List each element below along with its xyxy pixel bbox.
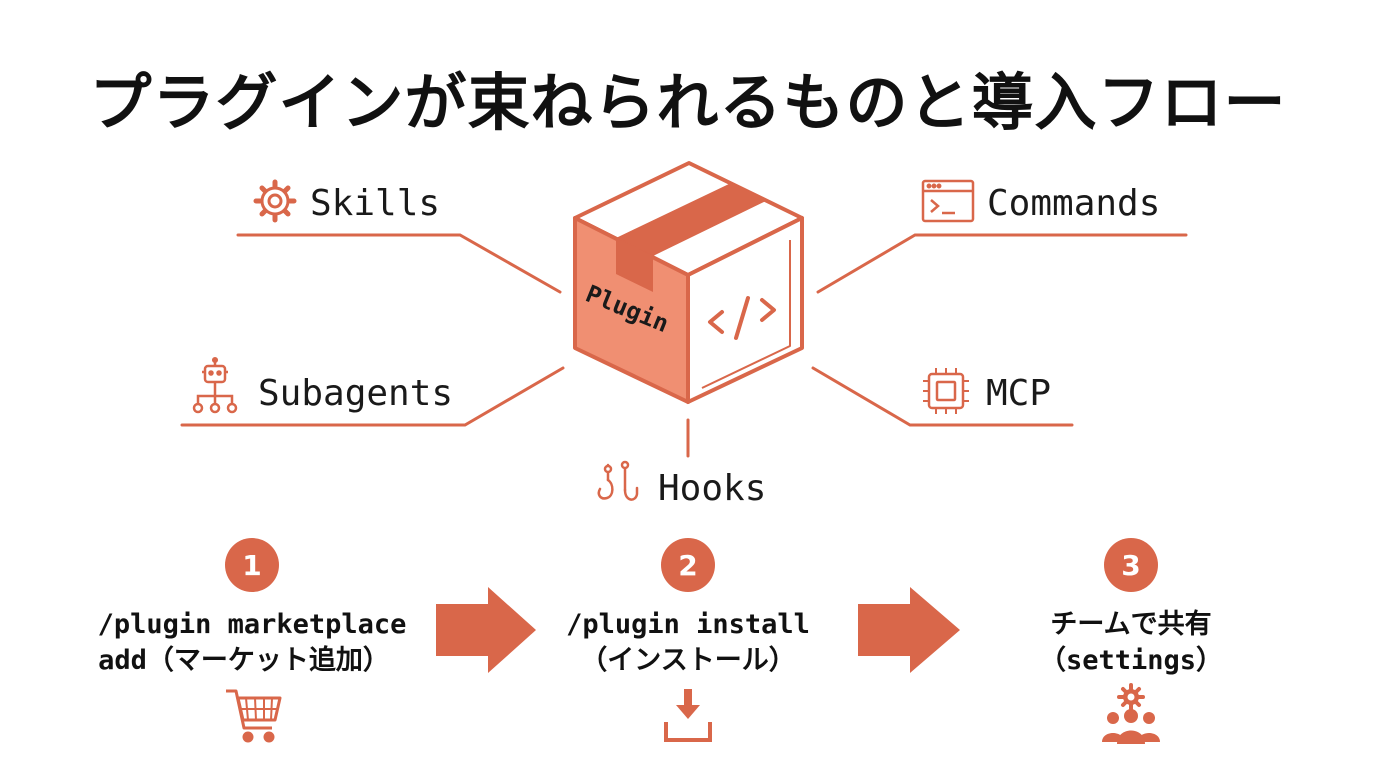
- flow-arrow-1: [436, 587, 536, 673]
- code-icon: [708, 296, 776, 340]
- terminal-icon: [921, 179, 975, 223]
- step-1-line1: /plugin marketplace: [98, 609, 407, 640]
- hooks-icon: [597, 460, 639, 501]
- plugin-box: [573, 161, 804, 404]
- box-inner-line: [701, 240, 791, 389]
- mcp-label: MCP: [986, 373, 1051, 414]
- component-subagents: Subagents: [192, 356, 453, 414]
- shopping-cart-icon: [226, 689, 282, 743]
- gear-icon: [253, 179, 297, 223]
- step-3-line1: チームで共有: [1050, 609, 1211, 640]
- step-1-number: 1: [242, 549, 261, 582]
- component-skills: Skills: [253, 179, 440, 224]
- team-gear-icon: [1102, 683, 1160, 744]
- step-3-line2: （settings）: [1039, 645, 1223, 676]
- box-tape-front: [616, 238, 653, 292]
- step-2-number: 2: [678, 549, 697, 582]
- step-2: 2 /plugin install （インストール）: [566, 538, 810, 742]
- step-1: 1 /plugin marketplace add（マーケット追加）: [98, 538, 407, 743]
- connector-commands: [816, 233, 1188, 294]
- chip-icon: [923, 368, 969, 414]
- component-commands: Commands: [921, 179, 1160, 224]
- commands-label: Commands: [987, 183, 1160, 224]
- step-2-badge: [661, 538, 715, 592]
- connector-mcp: [811, 366, 1074, 427]
- download-icon: [664, 689, 712, 742]
- step-2-line1: /plugin install: [566, 609, 810, 640]
- step-3: 3 チームで共有 （settings）: [1039, 538, 1223, 744]
- robot-hierarchy-icon: [192, 356, 238, 414]
- connector-subagents: [180, 366, 565, 427]
- skills-label: Skills: [310, 183, 440, 224]
- component-hooks: Hooks: [597, 460, 766, 509]
- flow-arrow-2: [858, 587, 960, 673]
- connector-skills: [236, 233, 562, 294]
- page-title: プラグインが束ねられるものと導入フロー: [89, 66, 1287, 139]
- hooks-label: Hooks: [658, 468, 766, 509]
- subagents-label: Subagents: [258, 373, 453, 414]
- connector-lines: [180, 233, 1188, 458]
- step-1-line2: add（マーケット追加）: [98, 644, 390, 676]
- step-3-badge: [1104, 538, 1158, 592]
- step-2-line2: （インストール）: [580, 645, 795, 676]
- step-1-badge: [225, 538, 279, 592]
- box-tape: [616, 183, 768, 256]
- component-mcp: MCP: [923, 368, 1051, 414]
- step-3-number: 3: [1121, 549, 1140, 582]
